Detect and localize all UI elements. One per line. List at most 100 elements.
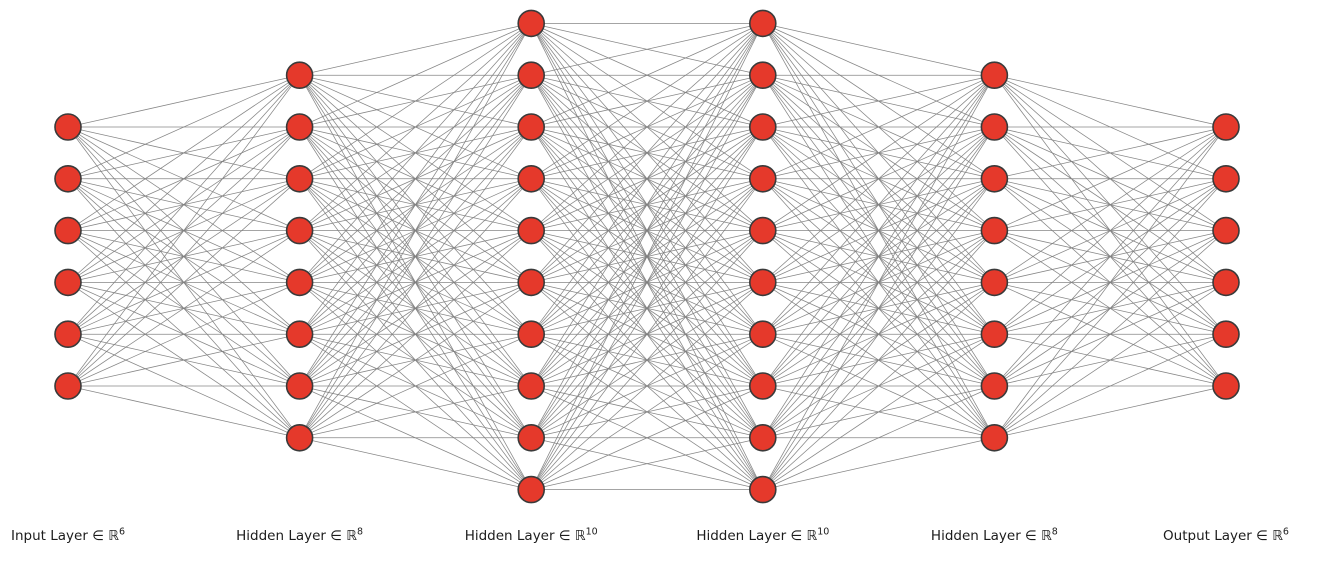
edge (762, 74, 995, 231)
neuron-node[interactable] (1212, 320, 1240, 349)
neuron-node[interactable] (285, 61, 314, 89)
neuron-node[interactable] (517, 372, 546, 400)
edge (299, 23, 532, 438)
edge (994, 126, 1227, 283)
neuron-node[interactable] (517, 216, 546, 245)
neuron-node[interactable] (54, 372, 82, 400)
layer-label-text: Hidden Layer (930, 528, 1026, 544)
neuron-node[interactable] (285, 268, 314, 297)
edge (299, 333, 532, 439)
edge (67, 333, 300, 387)
neuron-node[interactable] (748, 216, 777, 245)
edge (299, 385, 532, 439)
edge (299, 178, 532, 439)
neuron-node[interactable] (748, 165, 777, 193)
edge (762, 74, 995, 335)
neuron-node[interactable] (980, 268, 1009, 297)
neuron-node[interactable] (285, 216, 314, 245)
edge (530, 23, 764, 387)
neuron-node[interactable] (285, 372, 314, 400)
neuron-node[interactable] (980, 61, 1009, 89)
neuron-node[interactable] (748, 320, 777, 349)
neuron-node[interactable] (517, 423, 546, 452)
neuron-node[interactable] (54, 268, 82, 297)
neuron-node[interactable] (748, 113, 777, 141)
neuron-node[interactable] (748, 475, 777, 504)
edge (299, 23, 532, 180)
edge (762, 74, 995, 180)
neuron-node[interactable] (980, 216, 1009, 245)
neuron-node[interactable] (517, 268, 546, 297)
edge (762, 74, 995, 128)
edge (994, 126, 1227, 335)
edge (67, 74, 300, 283)
layer-label-superscript: 10 (585, 526, 598, 538)
edge (530, 230, 764, 490)
neuron-node[interactable] (517, 9, 546, 38)
neuron-node[interactable] (980, 165, 1009, 193)
edge (299, 282, 532, 439)
neuron-node[interactable] (54, 113, 82, 141)
edge (994, 178, 1227, 439)
edge (994, 126, 1227, 439)
edge (531, 23, 763, 128)
layer-label-text: Input Layer (11, 528, 93, 544)
layer-label-symbol: ∈ ℝ (1256, 528, 1283, 544)
edge (299, 23, 532, 231)
edge (67, 74, 300, 128)
edge (994, 126, 1227, 231)
layer-label-symbol: ∈ ℝ (92, 528, 119, 544)
edges-group (67, 23, 1227, 490)
edge (67, 178, 300, 387)
neuron-node[interactable] (54, 216, 82, 245)
neuron-node[interactable] (748, 9, 777, 38)
layer-label-hidden-layer-3: Hidden Layer ∈ ℝ10 (623, 526, 903, 544)
neuron-node[interactable] (748, 268, 777, 297)
neuron-node[interactable] (517, 113, 546, 141)
layer-label-text: Hidden Layer (464, 528, 559, 544)
layer-label-symbol: ∈ ℝ (330, 528, 357, 544)
edge (530, 23, 764, 490)
edge (762, 178, 995, 490)
neuron-node[interactable] (1212, 113, 1240, 141)
neuron-node[interactable] (517, 61, 546, 89)
layer-label-symbol: ∈ ℝ (558, 528, 586, 544)
neuron-node[interactable] (517, 475, 546, 504)
neuron-node[interactable] (748, 61, 777, 89)
neuron-node[interactable] (517, 320, 546, 349)
neuron-node[interactable] (1212, 216, 1240, 245)
edge (299, 23, 532, 128)
neuron-node[interactable] (54, 165, 82, 193)
neuron-node[interactable] (1212, 268, 1240, 297)
edge (531, 23, 763, 76)
neuron-node[interactable] (285, 320, 314, 349)
neuron-node[interactable] (285, 423, 314, 452)
edge (530, 282, 764, 490)
neuron-node[interactable] (1212, 165, 1240, 193)
neuron-node[interactable] (980, 423, 1009, 452)
neuron-node[interactable] (285, 165, 314, 193)
edge (67, 282, 300, 387)
edge (299, 74, 532, 439)
layer-label-superscript: 10 (817, 526, 830, 538)
neuron-node[interactable] (980, 320, 1009, 349)
edge (762, 230, 995, 490)
edge (530, 23, 764, 335)
edge (67, 230, 300, 387)
neuron-node[interactable] (980, 113, 1009, 141)
neuron-node[interactable] (1212, 372, 1240, 400)
neuron-node[interactable] (285, 113, 314, 141)
layer-label-superscript: 8 (357, 526, 364, 538)
edge (994, 333, 1227, 439)
neuron-node[interactable] (54, 320, 82, 349)
neuron-node[interactable] (517, 165, 546, 193)
edge (299, 230, 532, 439)
neuron-node[interactable] (748, 423, 777, 452)
neuron-node[interactable] (748, 372, 777, 400)
neuron-node[interactable] (980, 372, 1009, 400)
edge (994, 126, 1227, 180)
edge (530, 23, 764, 283)
layer-label-text: Hidden Layer (696, 528, 791, 544)
edge (299, 126, 532, 439)
